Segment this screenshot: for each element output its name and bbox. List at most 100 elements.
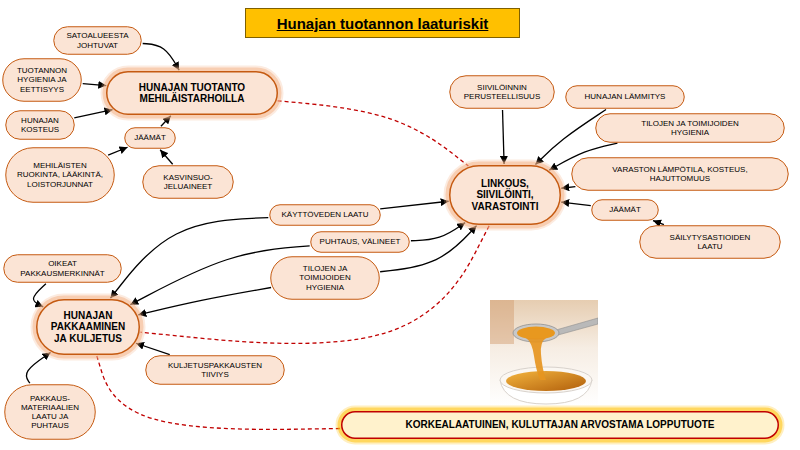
bubble-glow (105, 70, 279, 116)
bubble-text: PUHTAUS, VÄLINEET (320, 237, 401, 246)
bubble-shape (596, 114, 785, 143)
risk-arrow (138, 287, 271, 314)
risk-arrow (535, 110, 606, 165)
bubble-shape (271, 257, 380, 300)
risk-bubble: SATOALUEESTA JOHTUVAT (53, 26, 142, 55)
risk-arrow (653, 221, 664, 225)
stage-bubble: HUNAJAN PAKKAAMINEN JA KULJETUS (36, 299, 140, 355)
bubble-shape (342, 412, 779, 439)
bubble-shape (107, 72, 278, 115)
honey-spoon-photo (490, 300, 598, 406)
bubble-text: PAKKAUS- MATERIAALIEN LAATU JA PUHTAUS (18, 394, 83, 431)
bubble-text: VARASTON LÄMPÖTILA, KOSTEUS, HAJUTTOMUUS (608, 165, 753, 183)
risk-bubble: MEHILÄISTEN RUOKINTA, LÄÄKINTÄ, LOISTORJ… (5, 147, 115, 203)
bubble-shape (6, 148, 115, 203)
bubble-glow (448, 164, 562, 226)
bubble-text: SATOALUEESTA JOHTUVAT (63, 31, 133, 49)
risk-arrow (380, 201, 448, 209)
bowl-honey (506, 371, 586, 391)
bubble-glow (340, 410, 780, 440)
risk-arrow (503, 110, 505, 164)
risk-bubble: KASVINSUO- JELUAINEET (142, 165, 234, 199)
bubble-text: JÄÄMÄT (134, 133, 166, 142)
risk-bubble: HUNAJAN LÄMMITYS (565, 85, 685, 109)
bubble-text: HUNAJAN PAKKAAMINEN JA KULJETUS (48, 310, 128, 345)
risk-bubble: HUNAJAN KOSTEUS (5, 110, 75, 140)
bubble-glow (340, 410, 780, 440)
risk-bubble: PAKKAUS- MATERIAALIEN LAATU JA PUHTAUS (4, 384, 96, 440)
bubble-shape (640, 226, 781, 259)
bubble-glow (35, 298, 141, 356)
risk-arrow (74, 110, 112, 118)
bubble-shape (311, 232, 410, 253)
jar-blur (490, 300, 514, 344)
bubble-text: HUNAJAN TUOTANTO MEHILÄISTARHOILLA (127, 82, 257, 105)
risk-arrow (160, 150, 173, 164)
bubble-shape (146, 356, 285, 385)
bubble-glow (35, 298, 141, 356)
bubble-shape (4, 255, 122, 283)
diagram-title: Hunajan tuotannon laaturiskit (277, 15, 489, 32)
bubble-shape (450, 166, 561, 225)
bubble-text: OIKEAT PAKKAUSMERKINNÄT (13, 259, 113, 277)
bubble-shape (143, 166, 234, 199)
risk-bubble: JÄÄMÄT (591, 199, 659, 221)
risk-bubble: TUOTANNON HYGIENIA JA EETTISYYS (2, 58, 82, 102)
bubble-text: KASVINSUO- JELUAINEET (161, 173, 216, 191)
bubble-text: TILOJEN JA TOIMIJOIDEN HYGIENIA (633, 119, 748, 137)
honey-drip (526, 338, 546, 380)
bubble-text: KULJETUSPAKKAUSTEN TIIVIYS (160, 361, 270, 379)
bubble-text: MEHILÄISTEN RUOKINTA, LÄÄKINTÄ, LOISTORJ… (14, 161, 106, 189)
bubble-shape (125, 128, 176, 149)
risk-bubble: JÄÄMÄT (124, 127, 176, 149)
bubble-shape (592, 200, 659, 221)
stage-bubble: LINKOUS, SIIVILÖINTI, VARASTOINTI (449, 165, 561, 225)
risk-bubble: VARASTON LÄMPÖTILA, KOSTEUS, HAJUTTOMUUS (571, 157, 789, 191)
risk-bubble: OIKEAT PAKKAUSMERKINNÄT (3, 254, 122, 283)
title-box: Hunajan tuotannon laaturiskit (245, 8, 520, 38)
risk-bubble: SÄILYTYSASTIOIDEN LAATU (639, 225, 781, 259)
result-bubble: KORKEALAATUINEN, KULUTTAJAN ARVOSTAMA LO… (341, 411, 779, 439)
flow-connector (97, 356, 341, 429)
photo-ground (490, 300, 598, 406)
bubble-shape (54, 27, 142, 55)
bubble-text: HUNAJAN KOSTEUS (15, 116, 65, 134)
stage-bubble: HUNAJAN TUOTANTO MEHILÄISTARHOILLA (106, 71, 278, 115)
risk-bubble: SIIVILÖINNIN PERUSTEELLISUUS (449, 75, 555, 109)
bubble-text: KORKEALAATUINEN, KULUTTAJAN ARVOSTAMA LO… (405, 419, 714, 431)
risk-bubble: TILOJEN JA TOIMIJOIDEN HYGIENIA (595, 113, 785, 143)
risk-arrow (411, 223, 465, 241)
bubble-text: TILOJEN JA TOIMIJOIDEN HYGIENIA (293, 264, 358, 292)
bubble-shape (270, 205, 381, 226)
risk-arrow (108, 147, 127, 155)
risk-bubble: TILOJEN JA TOIMIJOIDEN HYGIENIA (270, 256, 380, 300)
bubble-text: HUNAJAN LÄMMITYS (585, 92, 666, 101)
risk-arrow (110, 218, 268, 299)
flow-connector (141, 226, 490, 344)
bubble-shape (5, 385, 96, 440)
bubble-text: TUOTANNON HYGIENIA JA EETTISYYS (13, 66, 71, 94)
bubble-shape (37, 300, 140, 355)
bubble-text: JÄÄMÄT (609, 205, 641, 214)
flow-connector (278, 101, 469, 166)
risk-arrow (136, 343, 170, 354)
risk-bubble: KULJETUSPAKKAUSTEN TIIVIYS (145, 355, 285, 385)
bubble-shape (3, 59, 82, 102)
bubble-text: SIIVILÖINNIN PERUSTEELLISUUS (460, 83, 545, 101)
risk-arrow (26, 353, 50, 384)
bubble-text: SÄILYTYSASTIOIDEN LAATU (660, 233, 760, 251)
spoon-handle (556, 318, 598, 335)
risk-bubble: KÄYTTÖVEDEN LAATU (269, 204, 381, 226)
bubble-glow (105, 70, 279, 116)
spoon-honey (517, 327, 555, 340)
bubble-text: KÄYTTÖVEDEN LAATU (282, 210, 369, 219)
risk-bubble: PUHTAUS, VÄLINEET (310, 231, 410, 253)
bubble-shape (6, 111, 75, 140)
bubble-shape (572, 158, 789, 191)
bubble-text: LINKOUS, SIIVILÖINTI, VARASTOINTI (468, 178, 543, 213)
bubble-shape (450, 76, 555, 109)
bubble-shape (566, 86, 685, 109)
bubble-glow (448, 164, 562, 226)
